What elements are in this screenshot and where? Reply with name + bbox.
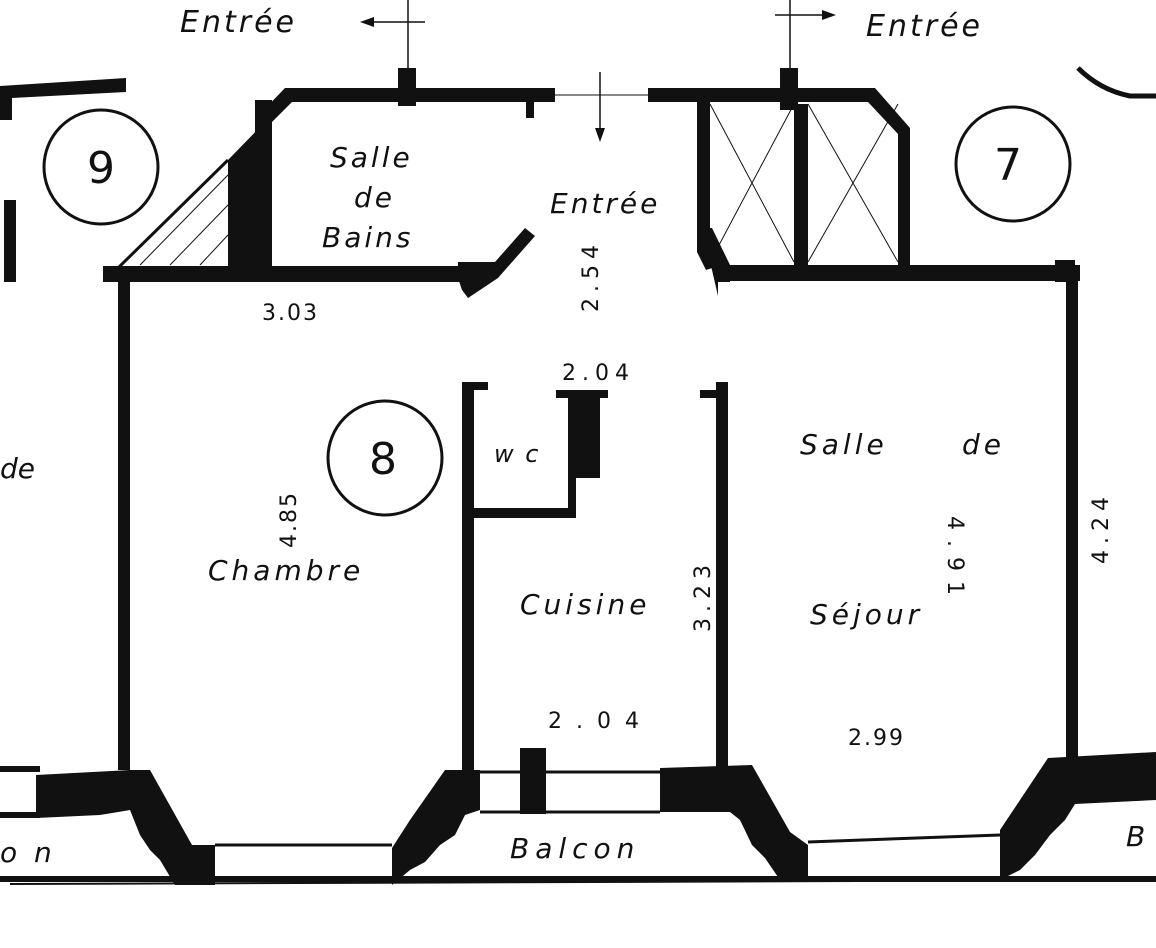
balcony-floor-edge — [0, 876, 1156, 882]
sejour-left-wall — [716, 382, 728, 770]
bath-angled-wall — [458, 228, 535, 298]
label-salle-de-bains-3: Bains — [322, 221, 413, 254]
balcony-wall-center-right — [660, 765, 808, 880]
label-balcon-left-fragment: o n — [0, 836, 56, 869]
chambre-right-wall — [462, 382, 474, 770]
dim-sejour-right-depth: 4.24 — [1089, 491, 1114, 564]
wc-duct — [568, 394, 600, 478]
unit-8-circle — [326, 399, 444, 517]
bath-closet-block — [228, 125, 262, 270]
label-left-edge-fragment: de — [0, 452, 35, 485]
sejour-left-stub — [700, 390, 728, 398]
bath-top-post — [526, 88, 534, 118]
balcony-center-post — [520, 748, 546, 814]
room-labels: Entrée Entrée Entrée Salle de Bains Cham… — [0, 5, 1145, 869]
chambre-right-stub — [462, 382, 488, 390]
balcony-wall-left — [36, 770, 215, 885]
label-entree-top-right: Entrée — [866, 9, 983, 44]
unit-9-circle — [42, 108, 160, 226]
label-salle-de-bains-2: de — [354, 181, 395, 214]
dim-sejour-depth: 4.91 — [942, 516, 967, 605]
wc-bottom-wall — [472, 508, 576, 518]
label-entree-top-left: Entrée — [180, 5, 297, 40]
label-salle-de-bains-1: Salle — [330, 141, 413, 174]
chambre-top-wall — [103, 266, 473, 282]
wc-right-wall — [568, 470, 576, 518]
label-entree-hall: Entrée — [550, 187, 660, 220]
top-wall-left — [260, 88, 555, 124]
sejour-top-wall — [720, 265, 1080, 281]
label-wc: w c — [494, 440, 540, 468]
dim-sejour-width: 2.99 — [848, 726, 905, 751]
right-door-post — [780, 68, 798, 110]
sejour-right-wall — [1066, 275, 1078, 760]
dim-hall-depth: 2.54 — [579, 239, 604, 312]
chambre-left-wall — [118, 276, 130, 770]
unit-7-circle — [954, 105, 1072, 223]
balcony-outer-left — [0, 766, 40, 772]
balcony-outer-left-2 — [0, 812, 40, 818]
label-sejour-2: de — [962, 428, 1005, 461]
thin-lines — [0, 0, 1156, 885]
top-wall-right — [648, 88, 910, 265]
unit-7-number: 7 — [994, 140, 1022, 191]
balcony-wall-center-left — [392, 770, 480, 885]
dim-kitchen-width: 2.04 — [548, 709, 653, 734]
balcony-wall-right — [1000, 752, 1156, 880]
dim-chambre-depth: 4.85 — [277, 491, 302, 548]
storage-left-wall — [697, 102, 718, 270]
label-balcon-right-fragment: B — [1126, 820, 1145, 853]
left-door-post — [398, 68, 416, 106]
storage-divider — [794, 104, 808, 268]
unit-8-number: 8 — [369, 434, 397, 485]
dim-bath-width: 3.03 — [262, 301, 319, 326]
label-chambre: Chambre — [208, 554, 364, 587]
unit-markers: 9 8 7 — [42, 105, 1072, 517]
label-sejour-1: Salle — [800, 428, 888, 461]
unit-9-number: 9 — [87, 143, 115, 194]
label-sejour-3: Séjour — [810, 598, 923, 631]
dim-hall-width: 2.04 — [562, 361, 635, 386]
dim-kitchen-depth: 3.23 — [691, 559, 716, 632]
walls — [0, 68, 1156, 885]
dimensions: 3.03 2.54 2.04 4.85 3.23 2.04 4.91 4.24 … — [262, 239, 1114, 751]
label-cuisine: Cuisine — [520, 588, 650, 621]
label-balcon-center: Balcon — [510, 832, 640, 865]
wc-duct-top — [556, 390, 608, 398]
